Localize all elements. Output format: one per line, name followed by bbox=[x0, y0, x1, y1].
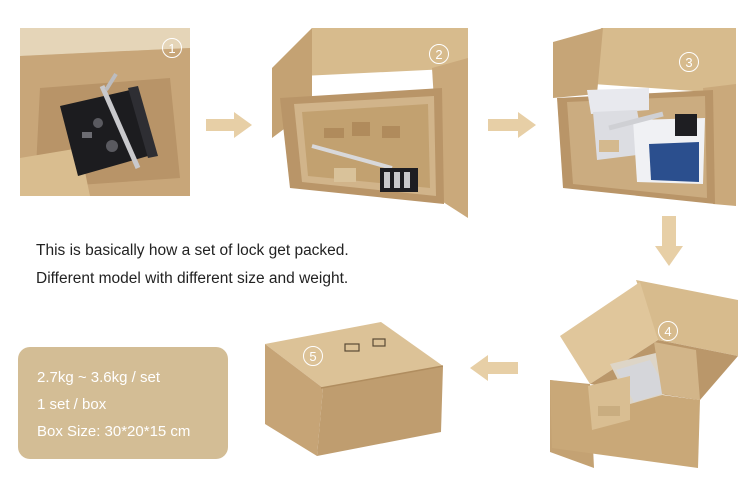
step-3-badge: 3 bbox=[679, 52, 699, 72]
box-size-spec: Box Size: 30*20*15 cm bbox=[37, 423, 191, 440]
step-3-photo: 3 bbox=[553, 28, 736, 206]
specs-panel: 2.7kg ~ 3.6kg / set 1 set / box Box Size… bbox=[18, 347, 228, 459]
arrow-left-icon bbox=[470, 355, 518, 381]
caption-line-2: Different model with different size and … bbox=[36, 270, 349, 287]
caption-line-1: This is basically how a set of lock get … bbox=[36, 242, 349, 259]
step-4-badge: 4 bbox=[658, 321, 678, 341]
step-1-badge: 1 bbox=[162, 38, 182, 58]
arrow-right-icon bbox=[488, 112, 536, 138]
step-2-badge: 2 bbox=[429, 44, 449, 64]
arrow-right-icon bbox=[206, 112, 252, 138]
quantity-spec: 1 set / box bbox=[37, 396, 107, 413]
step-2-photo: 2 bbox=[272, 28, 468, 218]
weight-spec: 2.7kg ~ 3.6kg / set bbox=[37, 369, 160, 386]
step-5-photo: 5 bbox=[265, 322, 443, 456]
step-5-badge: 5 bbox=[303, 346, 323, 366]
step-1-photo: 1 bbox=[20, 28, 190, 196]
step-4-photo: 4 bbox=[550, 280, 738, 468]
arrow-down-icon bbox=[655, 216, 683, 266]
